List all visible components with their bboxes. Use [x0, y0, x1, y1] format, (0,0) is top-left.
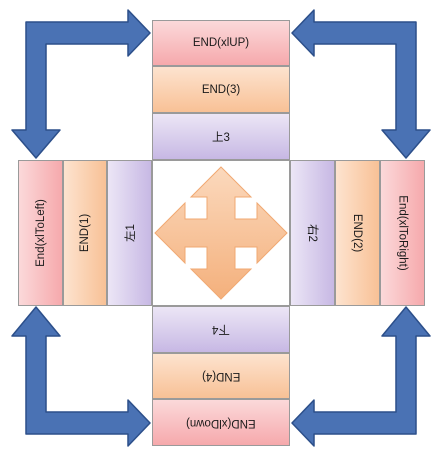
bent-arrow-top-right-icon: [291, 9, 431, 159]
end-xlup-box: END(xlUP): [152, 20, 290, 66]
end-xltoright-box: End(xlToRight): [380, 160, 425, 306]
right-2-box: 右2: [290, 160, 335, 306]
bent-arrow-bottom-right-icon: [291, 306, 431, 447]
end-3-box: END(3): [152, 66, 290, 113]
end-1-box: END(1): [63, 160, 107, 306]
end-xlup-label: END(xlUP): [192, 37, 250, 49]
center-cell: [152, 160, 290, 306]
end-xldown-box: END(xlDown): [152, 399, 290, 446]
end-xltoleft-box: End(xlToLeft): [18, 160, 63, 306]
up-3-label: 上3: [212, 131, 230, 144]
four-way-arrow-icon: [154, 166, 288, 300]
left-1-box: 左1: [107, 160, 152, 306]
end-3-label: END(3): [201, 83, 241, 96]
bent-arrow-bottom-left-icon: [11, 306, 151, 447]
down-4-box: 下4: [152, 306, 290, 353]
end-4-box: END(4): [152, 353, 290, 399]
end-2-box: END(2): [335, 160, 380, 306]
up-3-box: 上3: [152, 113, 290, 160]
bent-arrow-top-left-icon: [11, 9, 151, 159]
